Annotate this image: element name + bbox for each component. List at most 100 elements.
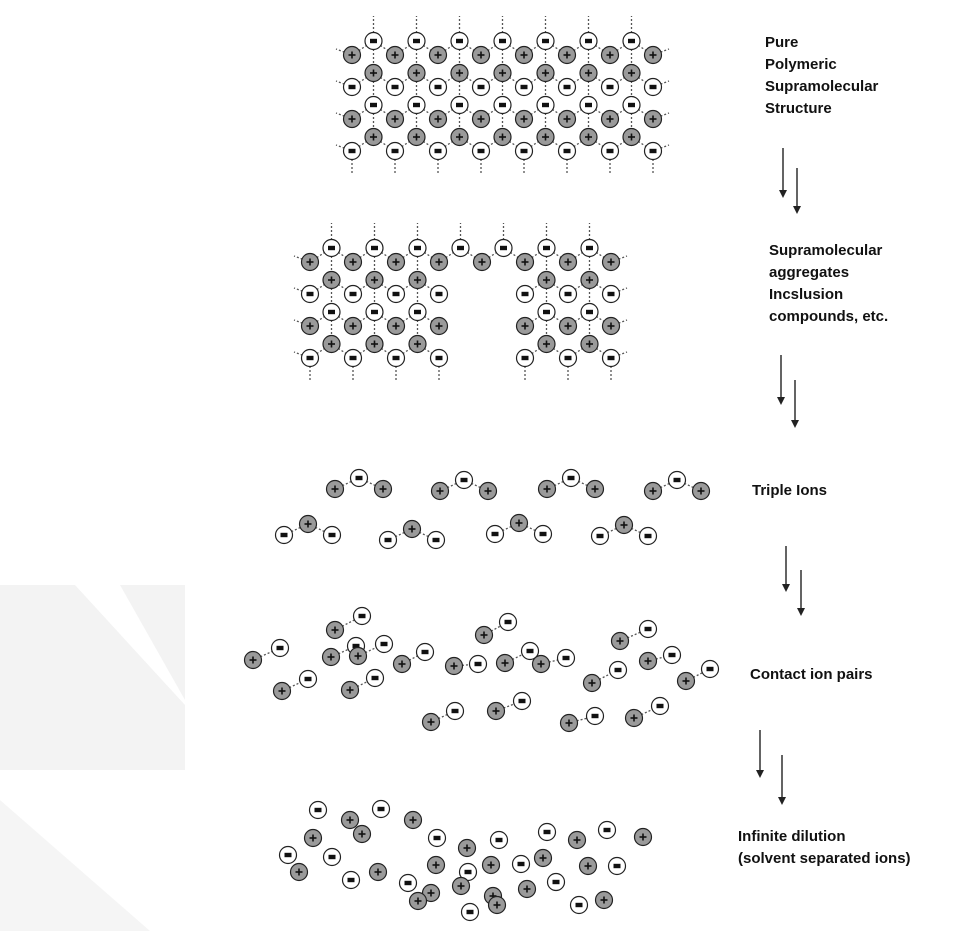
minus-ion-icon (579, 95, 598, 115)
plus-ion-icon (481, 855, 501, 875)
plus-ion-icon (515, 316, 535, 336)
plus-ion-icon (517, 879, 537, 899)
minus-ion-icon (590, 526, 610, 546)
down-arrow-icon (756, 730, 764, 778)
down-arrow-icon (782, 546, 790, 592)
minus-ion-icon (450, 95, 469, 115)
plus-ion-icon (487, 895, 507, 915)
minus-ion-icon (300, 348, 320, 368)
plus-ion-icon (368, 862, 388, 882)
plus-ion-icon (580, 334, 599, 354)
minus-ion-icon (622, 31, 641, 51)
plus-ion-icon (622, 63, 641, 83)
minus-ion-icon (343, 348, 363, 368)
plus-ion-icon (298, 514, 318, 534)
plus-ion-icon (450, 63, 469, 83)
minus-ion-icon (493, 31, 512, 51)
minus-ion-icon (662, 645, 682, 665)
plus-ion-icon (450, 127, 469, 147)
label-infinite-dilution: Infinite dilution (solvent separated ion… (738, 826, 911, 870)
minus-ion-icon (426, 530, 446, 550)
minus-ion-icon (429, 348, 449, 368)
minus-ion-icon (364, 31, 383, 51)
down-arrow-icon (793, 168, 801, 214)
plus-ion-icon (373, 479, 393, 499)
plus-ion-icon (325, 479, 345, 499)
minus-ion-icon (608, 660, 628, 680)
plus-ion-icon (610, 631, 630, 651)
plus-ion-icon (486, 701, 506, 721)
plus-ion-icon (557, 45, 577, 65)
minus-ion-icon (429, 284, 449, 304)
ion-layer (243, 31, 720, 922)
plus-ion-icon (567, 830, 587, 850)
label-line: Incslusion (769, 286, 844, 303)
plus-ion-icon (407, 127, 426, 147)
minus-ion-icon (511, 854, 531, 874)
label-line: Supramolecular (765, 78, 879, 95)
minus-ion-icon (537, 238, 556, 258)
minus-ion-icon (580, 302, 599, 322)
plus-ion-icon (428, 45, 448, 65)
minus-ion-icon (558, 348, 578, 368)
minus-ion-icon (451, 238, 470, 258)
plus-ion-icon (342, 109, 362, 129)
plus-ion-icon (515, 252, 535, 272)
plus-ion-icon (600, 109, 620, 129)
minus-ion-icon (385, 141, 405, 161)
plus-ion-icon (622, 127, 641, 147)
minus-ion-icon (557, 141, 577, 161)
plus-ion-icon (407, 63, 426, 83)
plus-ion-icon (364, 127, 383, 147)
plus-ion-icon (536, 63, 555, 83)
minus-ion-icon (600, 141, 620, 161)
plus-ion-icon (558, 252, 578, 272)
minus-ion-icon (386, 348, 406, 368)
plus-ion-icon (421, 883, 441, 903)
plus-ion-icon (472, 252, 492, 272)
minus-ion-icon (371, 799, 391, 819)
plus-ion-icon (303, 828, 323, 848)
down-arrow-icon (778, 755, 786, 805)
plus-ion-icon (289, 862, 309, 882)
minus-ion-icon (558, 284, 578, 304)
minus-ion-icon (427, 828, 447, 848)
plus-ion-icon (495, 653, 515, 673)
plus-ion-icon (272, 681, 292, 701)
minus-ion-icon (274, 525, 294, 545)
plus-ion-icon (601, 252, 621, 272)
plus-ion-icon (514, 109, 534, 129)
plus-ion-icon (478, 481, 498, 501)
minus-ion-icon (569, 895, 589, 915)
minus-ion-icon (536, 31, 555, 51)
plus-ion-icon (408, 891, 428, 911)
minus-ion-icon (349, 468, 369, 488)
plus-ion-icon (514, 45, 534, 65)
plus-ion-icon (633, 827, 653, 847)
plus-ion-icon (429, 316, 449, 336)
plus-ion-icon (342, 45, 362, 65)
label-line: aggregates (769, 264, 850, 281)
minus-ion-icon (579, 31, 598, 51)
minus-ion-icon (352, 606, 372, 626)
plus-ion-icon (340, 810, 360, 830)
plus-ion-icon (421, 712, 441, 732)
plus-ion-icon (533, 848, 553, 868)
plus-ion-icon (343, 316, 363, 336)
plus-ion-icon (322, 334, 341, 354)
plus-ion-icon (638, 651, 658, 671)
plus-ion-icon (429, 252, 449, 272)
minus-ion-icon (278, 845, 298, 865)
plus-ion-icon (471, 45, 491, 65)
minus-ion-icon (520, 641, 540, 661)
minus-ion-icon (343, 284, 363, 304)
plus-ion-icon (537, 334, 556, 354)
minus-ion-icon (322, 238, 341, 258)
minus-ion-icon (407, 95, 426, 115)
plus-ion-icon (430, 481, 450, 501)
minus-ion-icon (515, 348, 535, 368)
plus-ion-icon (579, 127, 598, 147)
minus-ion-icon (365, 302, 384, 322)
minus-ion-icon (556, 648, 576, 668)
